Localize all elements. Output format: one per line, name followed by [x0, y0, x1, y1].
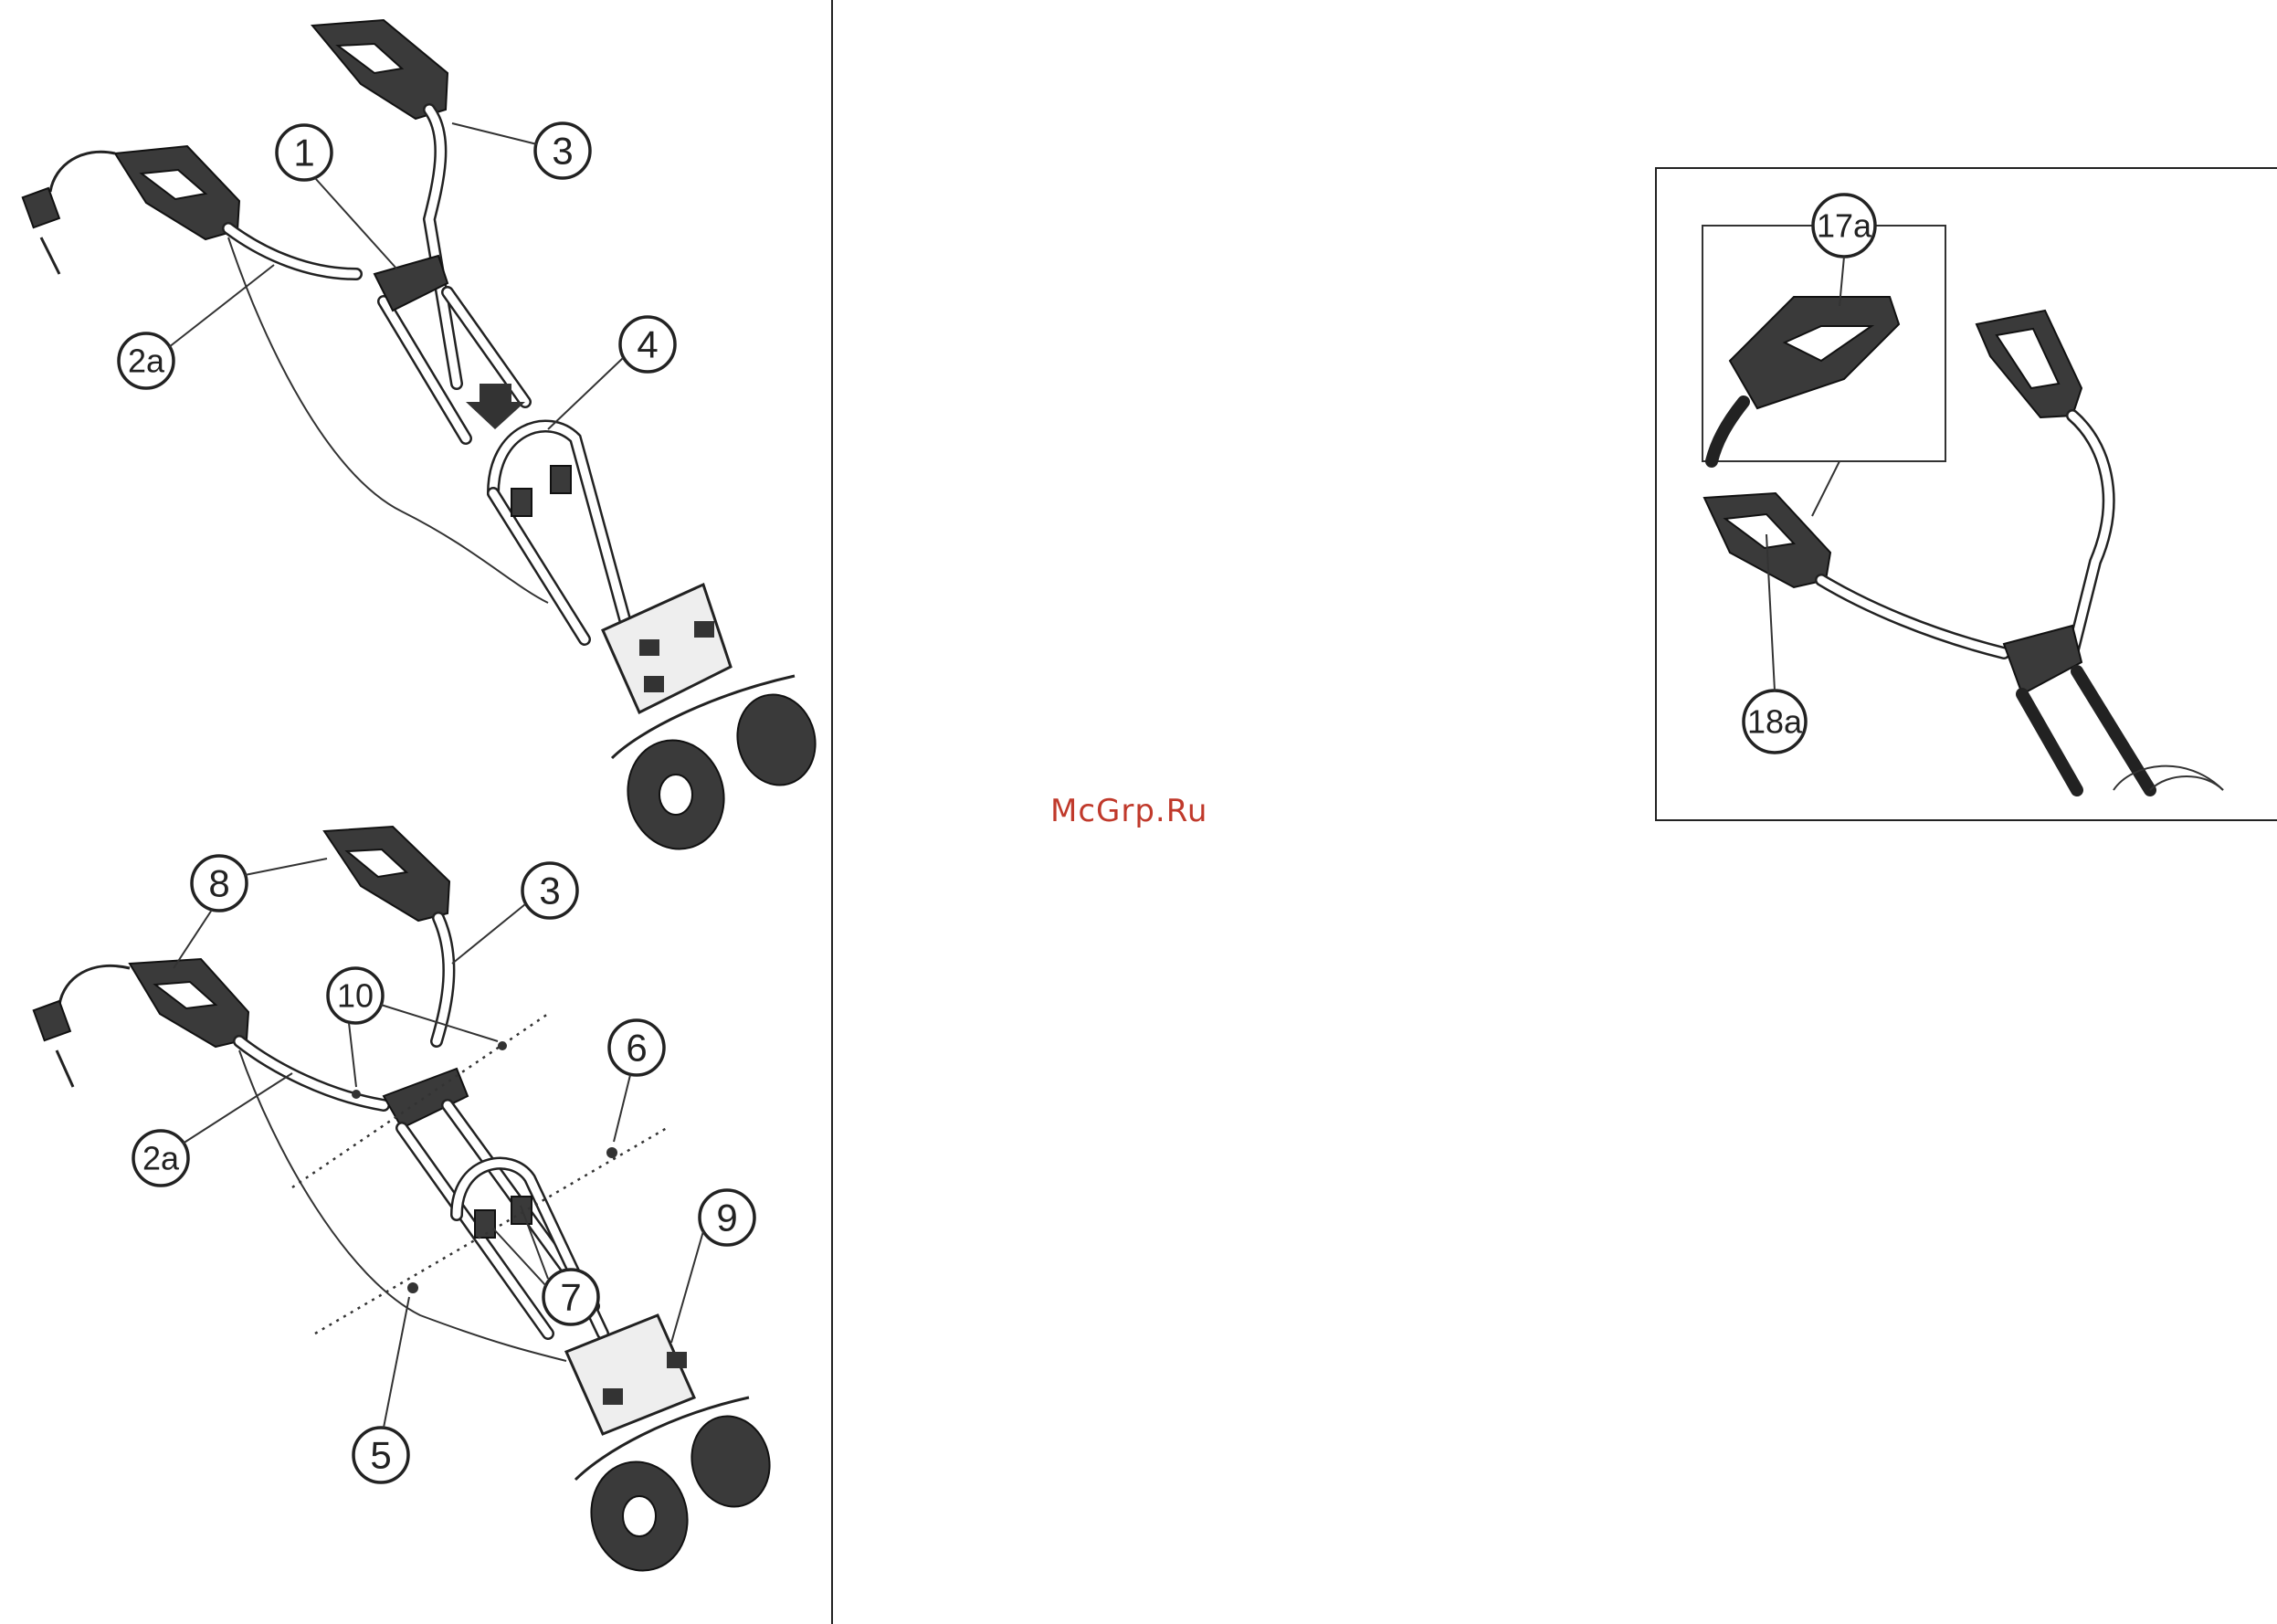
callout-17a: 17a: [1813, 195, 1875, 306]
callout-18a: 18a: [1744, 534, 1806, 753]
svg-text:6: 6: [626, 1027, 647, 1070]
callout-2a-bottom: 2a: [133, 1073, 292, 1186]
svg-text:8: 8: [208, 862, 229, 905]
detail-callouts: 17a 18a: [1657, 169, 2277, 823]
top-tiller-illustration: [23, 20, 826, 859]
watermark-text: McGrp.Ru: [1050, 793, 1242, 829]
assembly-illustration: 1 3 2a 4: [0, 0, 833, 1624]
svg-text:3: 3: [539, 870, 560, 912]
svg-text:9: 9: [716, 1197, 737, 1239]
svg-text:18a: 18a: [1747, 703, 1803, 741]
callout-5: 5: [353, 1297, 409, 1482]
svg-text:5: 5: [370, 1434, 391, 1477]
callout-4: 4: [548, 317, 675, 429]
assembly-figure-panel: 1 3 2a 4: [0, 0, 833, 1624]
callout-6: 6: [609, 1020, 664, 1142]
callout-3-bottom: 3: [452, 863, 577, 964]
callout-1: 1: [277, 125, 397, 269]
svg-text:17a: 17a: [1817, 207, 1872, 245]
svg-text:2a: 2a: [142, 1140, 180, 1177]
callout-10: 10: [328, 968, 498, 1087]
svg-text:1: 1: [293, 132, 314, 174]
svg-text:4: 4: [637, 323, 658, 366]
svg-text:3: 3: [552, 130, 573, 173]
callout-8: 8: [174, 856, 327, 968]
svg-text:2a: 2a: [128, 343, 165, 380]
callout-3-top: 3: [452, 123, 590, 178]
handle-detail-panel: 17a 18a: [1655, 167, 2277, 821]
callout-2a-top: 2a: [119, 265, 274, 388]
svg-text:7: 7: [560, 1276, 581, 1319]
callout-9: 9: [671, 1190, 754, 1343]
svg-text:10: 10: [337, 977, 374, 1015]
